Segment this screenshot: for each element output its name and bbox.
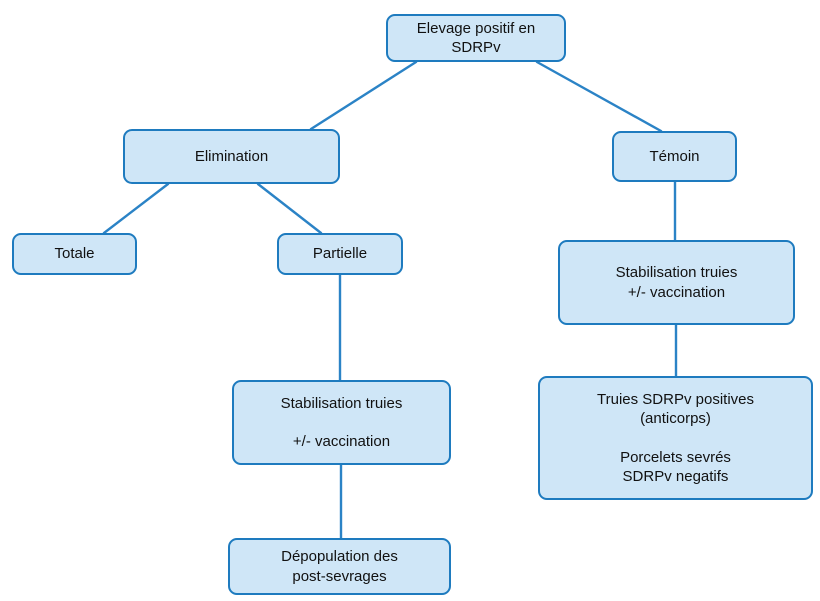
edge-elimination-partielle (256, 182, 323, 235)
node-truies-sdrpv-resultat: Truies SDRPv positives (anticorps) Porce… (538, 376, 813, 500)
node-elimination: Elimination (123, 129, 340, 184)
edge-root-elimination (309, 60, 418, 131)
node-elevage-positif-sdrpv: Elevage positif en SDRPv (386, 14, 566, 62)
node-totale: Totale (12, 233, 137, 275)
edge-root-temoin (535, 60, 663, 133)
node-stabilisation-temoin: Stabilisation truies +/- vaccination (558, 240, 795, 325)
node-depopulation-post-sevrages: Dépopulation des post-sevrages (228, 538, 451, 595)
node-temoin: Témoin (612, 131, 737, 182)
edge-elimination-totale (102, 182, 170, 235)
node-partielle: Partielle (277, 233, 403, 275)
node-stabilisation-partielle: Stabilisation truies +/- vaccination (232, 380, 451, 465)
